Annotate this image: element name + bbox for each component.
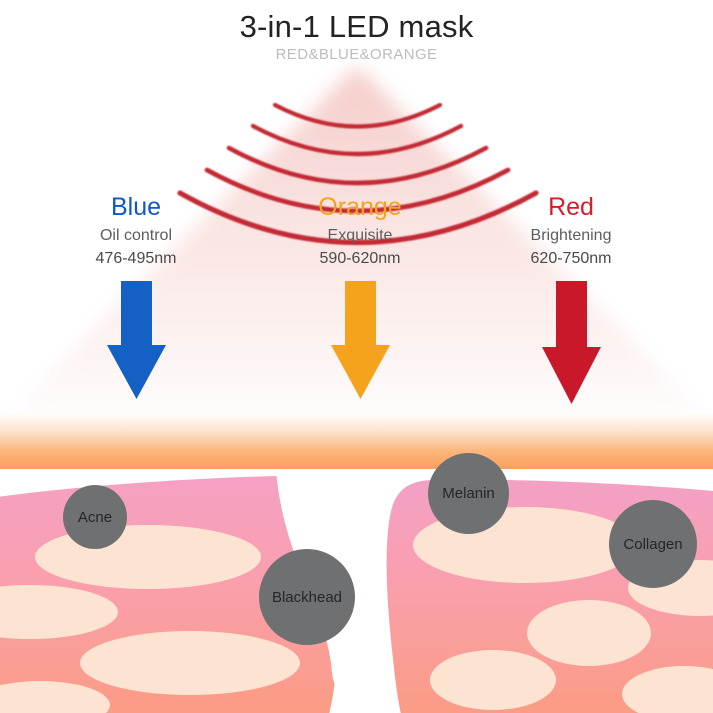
wave-arcs bbox=[177, 102, 539, 246]
light-wavelength-red: 620-750nm bbox=[530, 250, 612, 267]
skin-spot-label: Blackhead bbox=[271, 588, 343, 606]
skin-cell bbox=[0, 585, 118, 639]
skin-spot-label: Acne bbox=[77, 508, 113, 526]
page-title: 3-in-1 LED mask bbox=[239, 9, 474, 44]
skin-spot-label: Collagen bbox=[623, 535, 683, 553]
light-name-red: Red bbox=[548, 193, 594, 221]
light-column-orange: Orange Exquisite 590-620nm bbox=[250, 193, 470, 270]
light-wavelength-orange: 590-620nm bbox=[319, 250, 401, 267]
skin-spot-collagen: Collagen bbox=[609, 500, 697, 588]
page-subtitle: RED&BLUE&ORANGE bbox=[275, 46, 438, 63]
light-name-blue: Blue bbox=[110, 193, 162, 221]
light-column-red: Red Brightening 620-750nm bbox=[461, 193, 681, 270]
light-wavelength-blue: 476-495nm bbox=[95, 250, 177, 267]
light-effect-orange: Exquisite bbox=[327, 227, 393, 244]
skin-cell bbox=[80, 631, 300, 695]
light-column-blue: Blue Oil control 476-495nm bbox=[26, 193, 246, 270]
skin-cell bbox=[430, 650, 556, 710]
light-name-orange: Orange bbox=[318, 193, 402, 221]
skin-spot-melanin: Melanin bbox=[428, 453, 509, 534]
light-cone bbox=[0, 60, 713, 472]
skin-spot-acne: Acne bbox=[63, 485, 127, 549]
light-effect-red: Brightening bbox=[530, 227, 612, 244]
skin-spot-blackhead: Blackhead bbox=[259, 549, 355, 645]
skin-surface-band bbox=[0, 412, 713, 469]
skin-cell bbox=[622, 666, 713, 713]
light-effect-blue: Oil control bbox=[99, 227, 173, 244]
skin-cell bbox=[527, 600, 651, 666]
cone-beam bbox=[2, 66, 712, 472]
skin-spot-label: Melanin bbox=[442, 485, 495, 502]
skin-cell bbox=[0, 681, 110, 713]
